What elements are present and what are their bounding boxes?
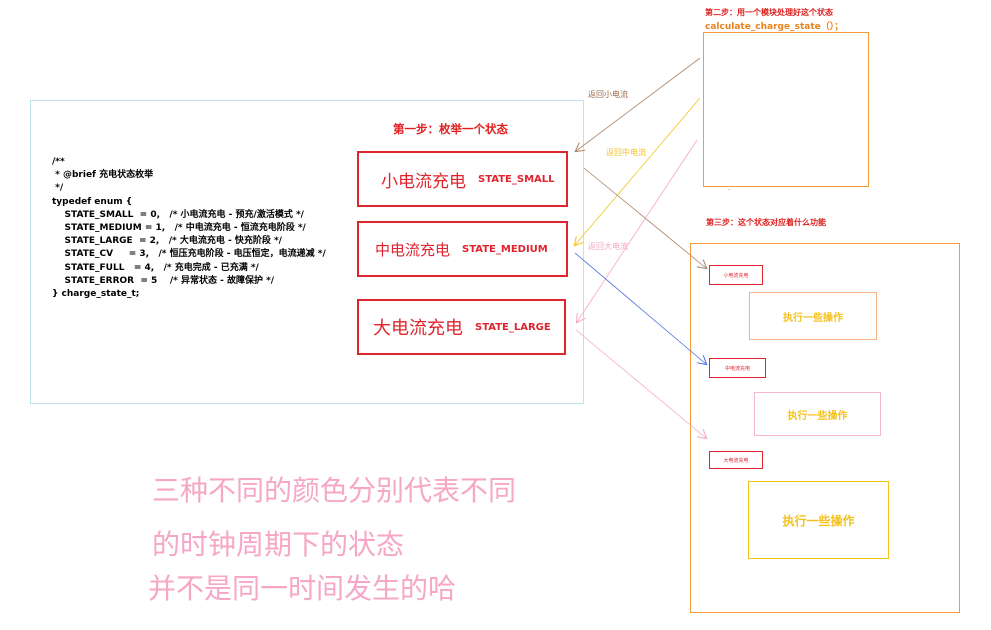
state-box-medium: 中电流充电 STATE_MEDIUM [357,221,568,277]
arrow-to-mini-large [575,329,706,438]
arrow-return-medium [575,97,701,245]
note-line-2: 的时钟周期下的状态 [152,528,405,561]
function-name: calculate_charge_state（）； [705,22,844,32]
state-medium-en: STATE_MEDIUM [462,243,548,255]
mini-state-small: 小电流充电 [709,265,763,285]
operation-box-2: 执行一些操作 [754,392,881,436]
step2-title: 第二步：用一个模块处理好这个状态 [705,8,833,17]
dot-mark: . [728,184,731,192]
arrow-return-small [576,57,701,151]
arrow-label-small: 返回小电流 [588,90,628,99]
note-line-3: 并不是同一时间发生的哈 [148,572,457,605]
state-box-small: 小电流充电 STATE_SMALL [357,151,568,207]
arrow-to-mini-medium [574,252,706,364]
mini-state-large: 大电流充电 [709,451,763,469]
state-small-en: STATE_SMALL [478,173,555,185]
operation-box-3: 执行一些操作 [748,481,889,559]
code-block: /** * @brief 充电状态枚举 */ typedef enum { ST… [52,157,326,300]
note-line-1: 三种不同的颜色分别代表不同 [152,474,517,507]
state-large-en: STATE_LARGE [475,321,551,333]
state-medium-cn: 中电流充电 [375,240,451,259]
state-box-large: 大电流充电 STATE_LARGE [357,299,566,355]
mini-state-medium: 中电流充电 [709,358,766,378]
arrow-to-mini-small [583,167,706,268]
state-large-cn: 大电流充电 [373,318,463,339]
arrow-label-medium: 返回中电流 [606,148,646,157]
state-small-cn: 小电流充电 [381,171,466,192]
arrow-return-large [577,139,698,322]
operation-box-1: 执行一些操作 [749,292,877,340]
arrow-label-large: 返回大电流 [588,242,628,251]
calc-module-box [703,32,869,187]
step1-title: 第一步：枚举一个状态 [393,122,508,136]
step3-title: 第三步：这个状态对应着什么功能 [706,218,826,227]
